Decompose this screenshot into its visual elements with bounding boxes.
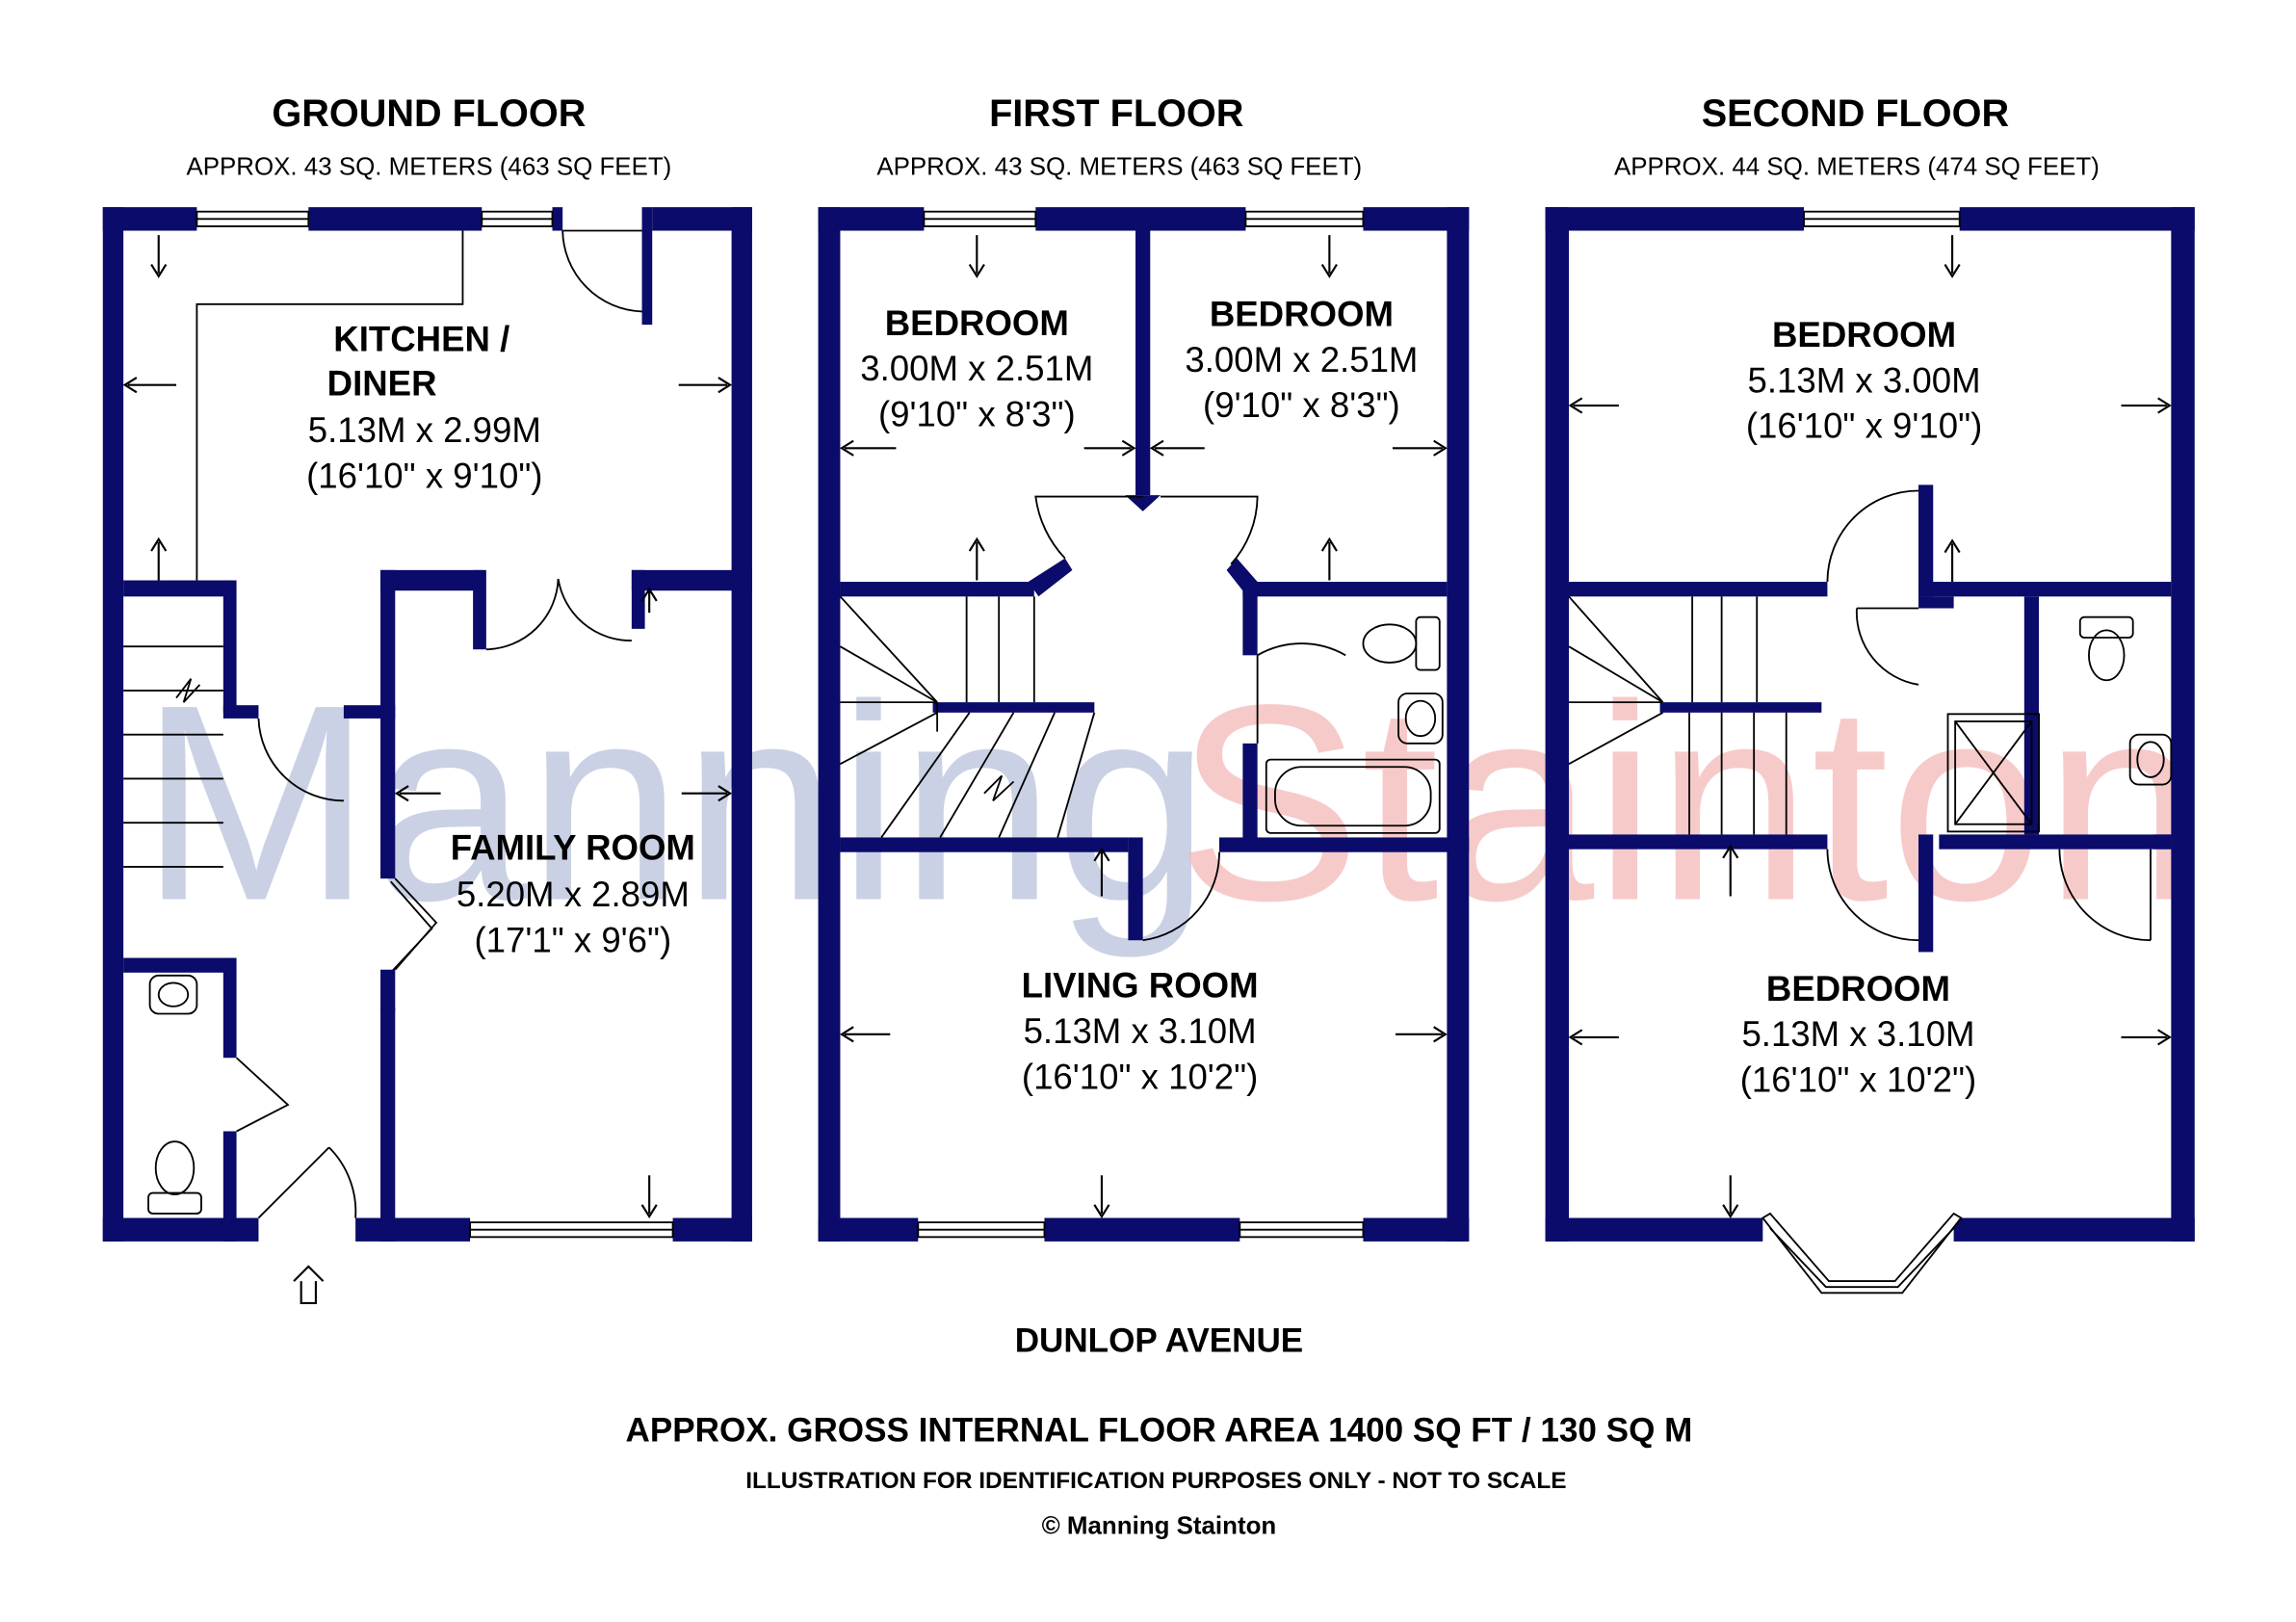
stairs-first bbox=[839, 595, 1220, 942]
kitchen-name-line1: KITCHEN / bbox=[333, 320, 509, 359]
kitchen-imperial: (16'10" x 9'10") bbox=[306, 456, 542, 495]
watermark-manning: Manning bbox=[140, 648, 1211, 960]
basin-icon bbox=[1397, 693, 1444, 745]
toilet-icon bbox=[1362, 615, 1441, 671]
living-room-imperial: (16'10" x 10'2") bbox=[1022, 1057, 1258, 1096]
entrance-arrow-icon bbox=[293, 1265, 325, 1305]
first-floor-plan: BEDROOM 3.00M x 2.51M (9'10" x 8'3") BED… bbox=[818, 207, 1470, 1242]
second-floor-bedroom-bottom-imperial: (16'10" x 10'2") bbox=[1740, 1060, 1976, 1099]
wc-basin-icon bbox=[148, 974, 198, 1015]
second-floor-area: APPROX. 44 SQ. METERS (474 SQ FEET) bbox=[1614, 154, 2100, 181]
family-room-name: FAMILY ROOM bbox=[451, 827, 695, 867]
street-name: DUNLOP AVENUE bbox=[1015, 1321, 1304, 1359]
watermark-stainton: Stainton bbox=[1175, 648, 2199, 959]
ground-floor-plan: KITCHEN / DINER 5.13M x 2.99M (16'10" x … bbox=[102, 207, 752, 1305]
first-floor-bedroom-left-imperial: (9'10" x 8'3") bbox=[878, 394, 1076, 433]
bathtub-icon bbox=[1265, 758, 1441, 834]
second-floor-bedroom-top-metric: 5.13M x 3.00M bbox=[1748, 360, 1981, 400]
second-floor-title: SECOND FLOOR bbox=[1702, 92, 2009, 135]
kitchen-metric: 5.13M x 2.99M bbox=[308, 410, 541, 450]
toilet-icon bbox=[147, 1140, 202, 1215]
living-room-metric: 5.13M x 3.10M bbox=[1024, 1011, 1257, 1051]
basin-icon bbox=[2128, 733, 2173, 786]
second-floor-bedroom-bottom-metric: 5.13M x 3.10M bbox=[1741, 1014, 1974, 1054]
toilet-icon bbox=[2078, 615, 2134, 682]
second-floor-bedroom-top-name: BEDROOM bbox=[1772, 315, 1956, 354]
disclaimer: ILLUSTRATION FOR IDENTIFICATION PURPOSES… bbox=[745, 1468, 1566, 1494]
family-room-imperial: (17'1" x 9'6") bbox=[474, 920, 671, 959]
shower-icon bbox=[1946, 713, 2040, 833]
second-floor-bedroom-bottom-name: BEDROOM bbox=[1766, 969, 1950, 1008]
ground-floor-area: APPROX. 43 SQ. METERS (463 SQ FEET) bbox=[186, 154, 671, 181]
stairs-second bbox=[1568, 595, 1919, 942]
second-floor-plan: BEDROOM 5.13M x 3.00M (16'10" x 9'10") B… bbox=[1545, 207, 2195, 1295]
gross-floor-area: APPROX. GROSS INTERNAL FLOOR AREA 1400 S… bbox=[626, 1411, 1693, 1449]
second-floor-bedroom-top-imperial: (16'10" x 9'10") bbox=[1746, 406, 1982, 446]
kitchen-name-line2: DINER bbox=[327, 363, 437, 403]
living-room-name: LIVING ROOM bbox=[1022, 966, 1259, 1006]
first-floor-bedroom-right-imperial: (9'10" x 8'3") bbox=[1203, 385, 1400, 425]
first-floor-bedroom-left-metric: 3.00M x 2.51M bbox=[860, 349, 1093, 388]
first-floor-bedroom-right-metric: 3.00M x 2.51M bbox=[1185, 340, 1418, 379]
copyright: © Manning Stainton bbox=[1042, 1512, 1277, 1539]
stairs-ground bbox=[123, 645, 223, 868]
first-floor-bedroom-right-name: BEDROOM bbox=[1210, 295, 1394, 334]
first-floor-area: APPROX. 43 SQ. METERS (463 SQ FEET) bbox=[876, 154, 1362, 181]
bay-window bbox=[1761, 1212, 1963, 1295]
first-floor-bedroom-left-name: BEDROOM bbox=[885, 303, 1069, 343]
ground-floor-title: GROUND FLOOR bbox=[272, 92, 586, 135]
first-floor-title: FIRST FLOOR bbox=[989, 92, 1243, 135]
family-room-metric: 5.20M x 2.89M bbox=[457, 875, 690, 914]
